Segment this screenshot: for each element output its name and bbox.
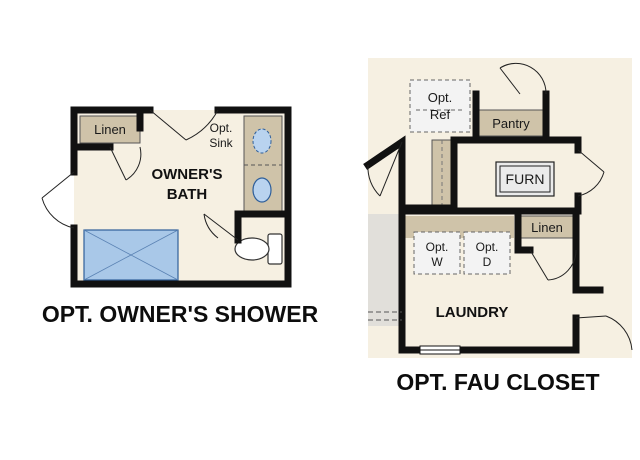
opt-d-label-line1: Opt. bbox=[476, 240, 499, 254]
pantry-shelf bbox=[477, 109, 545, 137]
opt-ref-label-line2: Ref bbox=[430, 107, 451, 122]
furnace bbox=[495, 161, 555, 197]
linen-label-right: Linen bbox=[531, 220, 563, 235]
owners-bath-label-line2: BATH bbox=[167, 186, 208, 203]
linen-label: Linen bbox=[94, 122, 126, 137]
shower-slope-line bbox=[83, 229, 179, 281]
opt-d-label-line2: D bbox=[483, 255, 492, 269]
opt-sink-label-line1: Opt. bbox=[210, 121, 233, 135]
optional-sink-icon bbox=[252, 128, 272, 154]
opt-sink-label-line2: Sink bbox=[209, 136, 233, 150]
adjacent-area bbox=[368, 214, 402, 326]
linen-closet bbox=[79, 115, 141, 144]
opt-w-label-line1: Opt. bbox=[426, 240, 449, 254]
owners-shower-caption: OPT. OWNER'S SHOWER bbox=[42, 301, 319, 327]
pantry-label: Pantry bbox=[492, 116, 530, 131]
opt-ref-label-line1: Opt. bbox=[428, 90, 453, 105]
toilet-icon bbox=[234, 233, 283, 265]
fau-door-swings bbox=[367, 62, 633, 351]
opt-w-label-line2: W bbox=[431, 255, 443, 269]
opening-lines bbox=[368, 311, 402, 321]
owners-bath-plan: Linen Opt. Sink OWNER'S BATH OPT. OWNER'… bbox=[41, 106, 319, 327]
furn-label: FURN bbox=[506, 171, 545, 187]
bath-door-swings bbox=[41, 109, 239, 241]
fau-closet-plan: Opt. Ref Pantry FURN Linen Opt. W Opt. D… bbox=[363, 58, 633, 395]
bath-walls bbox=[70, 106, 292, 288]
furnace-inner bbox=[499, 165, 551, 193]
optional-dryer bbox=[463, 231, 511, 275]
fau-closet-caption: OPT. FAU CLOSET bbox=[396, 369, 599, 395]
fau-walls bbox=[363, 90, 604, 354]
owners-bath-label-line1: OWNER'S bbox=[151, 166, 222, 183]
sink-icon bbox=[252, 177, 272, 203]
optional-washer bbox=[413, 231, 461, 275]
laundry-label: LAUNDRY bbox=[436, 304, 509, 321]
optional-refrigerator bbox=[409, 79, 471, 133]
